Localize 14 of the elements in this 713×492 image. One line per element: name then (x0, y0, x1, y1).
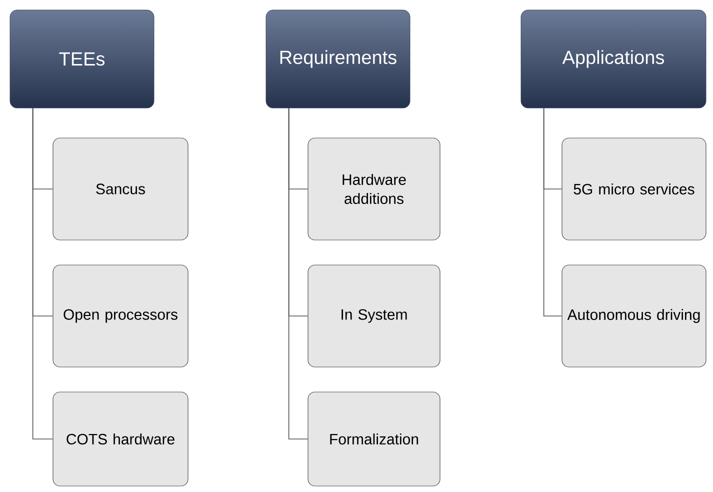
item-box: COTS hardware (52, 392, 188, 486)
item-box: Sancus (52, 138, 188, 240)
category-header-box: Requirements (266, 10, 410, 108)
item-box: Formalization (308, 392, 440, 486)
connector-line (543, 108, 562, 316)
item-box: Open processors (52, 264, 188, 368)
category-header-box: Applications (520, 10, 706, 108)
connector-line (288, 108, 308, 440)
connector-line (32, 108, 54, 440)
item-box: Autonomous driving (562, 264, 706, 368)
category-header-box: TEEs (10, 10, 154, 108)
item-box: Hardware additions (308, 138, 440, 240)
item-box: 5G micro services (562, 138, 706, 240)
item-box: In System (308, 264, 440, 368)
